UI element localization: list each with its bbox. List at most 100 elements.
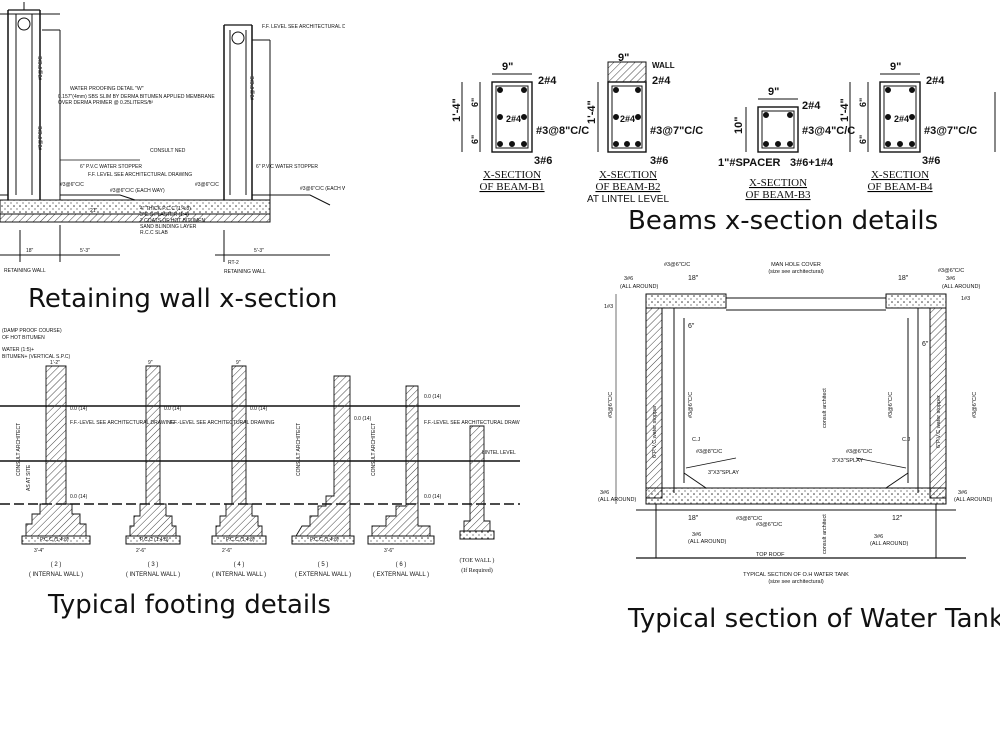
dim-2: 3'-4" (34, 548, 44, 554)
footing-note-2: OF HOT BITUMEN (2, 335, 45, 341)
footing-6 (371, 385, 431, 537)
footing-note-4: BITUMEN+ (VERTICAL S.P.C) (2, 354, 70, 360)
ff-level-2: F.F.-LEVEL SEE ARCHITECTURAL DRAWING (70, 420, 175, 426)
tank-dim-18-right: 18" (898, 275, 909, 282)
tank-top-bar-right: #3@6"C/C (938, 268, 964, 274)
pcc-3: P.C.C (1:4:8) (140, 537, 169, 543)
layer-3: 2 COATS OF HOT BITUMEN (140, 218, 205, 224)
rt1-vertical-bar-2: #3@6"C/C (38, 126, 44, 150)
b3-bottom: 3#6+1#4 (790, 157, 834, 169)
b2-note: AT LINTEL LEVEL (587, 194, 670, 202)
beam-b4-section (849, 73, 921, 153)
each-way-label: #3@6"C/C (EACH WAY) (110, 188, 165, 194)
tank-bar-3-6: 3#6 (624, 276, 633, 282)
b1-title2: OF BEAM-B1 (479, 181, 544, 193)
b4-h3: 6" (858, 135, 868, 144)
dim-4: 2'-6" (222, 548, 232, 554)
footing-toe (463, 425, 491, 532)
tank-1-3-right: 1#3 (961, 296, 970, 302)
caption-beams: Beams x-section details (628, 206, 939, 236)
b2-top-dim: 9" (618, 52, 629, 64)
b2-mid-bar: 2#4 (620, 114, 635, 124)
footing-4 (215, 365, 263, 537)
pcc-5: P.C.C (1:4:8) (310, 537, 339, 543)
dim-3: 2'-6" (136, 548, 146, 554)
footing-3 (129, 365, 177, 537)
tank-right-vbar: #3@6"C/C (888, 392, 894, 418)
tank-title: TYPICAL SECTION OF O.H WATER TANK (743, 572, 849, 578)
footing-name-3: ( INTERNAL WALL ) (126, 572, 180, 578)
retaining-wall-drawing: WATER PROOFING DETAIL "W" 0.157"(4mm) SB… (0, 0, 345, 282)
b2-title2: OF BEAM-B2 (595, 181, 660, 193)
rt2-stopper: 6" P.V.C WATER STOPPER (256, 164, 318, 170)
tank-top-bar-left: #3@6"C/C (664, 262, 690, 268)
caption-retaining-wall: Retaining wall x-section (28, 284, 338, 314)
lintel-level: LINTEL LEVEL (482, 450, 516, 456)
footing-num-5: ( 5 ) (318, 562, 329, 568)
footing-name-2: ( INTERNAL WALL ) (29, 572, 83, 578)
level-5: 0.0 (14) (354, 416, 372, 422)
b1-title1: X-SECTION (483, 169, 541, 181)
as-site-label: AS AT SITE (26, 464, 32, 491)
rt1-dim-53: 5'-3" (80, 248, 90, 254)
rt2-wall (215, 24, 331, 262)
b1-stirrup: #3@8"C/C (536, 125, 589, 137)
tank-dim-6-right: 6" (922, 341, 929, 348)
b2-height: 1'-4" (586, 100, 598, 124)
footing-2 (25, 365, 87, 537)
dim-top-3: 9" (148, 360, 153, 366)
manhole-label: MAN HOLE COVER (771, 262, 821, 268)
b2-title1: X-SECTION (599, 169, 657, 181)
tank-stopper-left: 6"P.V.C water stopper (652, 405, 658, 458)
caption-water-tank: Typical section of Water Tank (628, 604, 1000, 634)
b1-top-dim: 9" (502, 61, 513, 73)
level-lines (0, 405, 520, 505)
b4-top-dim: 9" (890, 61, 901, 73)
rt2-ff-level: F.F. LEVEL SEE ARCHITECTURAL DRAWING (262, 24, 345, 30)
footing-note-3: WATER (1:5)+ (2, 347, 34, 353)
b4-mid-bar: 2#4 (894, 114, 909, 124)
caption-footing: Typical footing details (48, 590, 331, 620)
pcc-2: P.C.C (1:4:8) (40, 537, 69, 543)
tank-bot-all-around-left: (ALL AROUND) (598, 497, 636, 503)
tank-bar-3-6-r: 3#6 (946, 276, 955, 282)
waterproofing-note2: OVER DERMA PRIMER @ 0.25LITERS/ft² (58, 100, 153, 106)
rt1-dim-18: 18" (26, 248, 34, 254)
tank-bot-bar-right: 3#6 (958, 490, 967, 496)
tank-consult-1: consult architect (822, 388, 828, 428)
tank-bot-bar-right2: 3#6 (874, 534, 883, 540)
tank-bot-all-around-left2: (ALL AROUND) (688, 539, 726, 545)
water-tank-drawing: MAN HOLE COVER (size see architectural) … (596, 258, 1000, 592)
consult-label-5: CONSULT ARCHITECT (296, 423, 302, 476)
tank-all-around-2: (ALL AROUND) (942, 284, 980, 290)
b3-top-dim: 9" (768, 86, 779, 98)
footing-name-4: ( INTERNAL WALL ) (212, 572, 266, 578)
tank-bot-bar-left: 3#6 (600, 490, 609, 496)
tank-bar-3-6-mid: #3@6"C/C (846, 449, 872, 455)
rt2-label: RETAINING WALL (224, 269, 266, 275)
beam-b1-section (461, 73, 533, 153)
layer-2: 3"C.S PLASTER (1:4) (140, 212, 189, 218)
ff-level-label: F.F. LEVEL SEE ARCHITECTURAL DRAWING (88, 172, 192, 178)
pvc-stopper-label: 6" P.V.C WATER STOPPER (80, 164, 142, 170)
rt2-bar: #3@6"C/C (195, 182, 219, 188)
tank-cj-left: C.J (692, 437, 701, 443)
beam-b3-section (745, 98, 799, 153)
b4-title1: X-SECTION (871, 169, 929, 181)
rt2-vertical-bar: #3@6"C/C (250, 76, 256, 100)
tank-stopper-right: 6"P.V.C water stopper (936, 395, 942, 448)
tank-splay: 3"X3"SPLAY (832, 458, 863, 464)
tank-all-around-1: (ALL AROUND) (620, 284, 658, 290)
rt2-dim-53: 5'-3" (254, 248, 264, 254)
layer-4: SAND BLINDING LAYER (140, 224, 197, 230)
footing-num-3: ( 3 ) (148, 562, 159, 568)
b1-h2: 6" (470, 98, 480, 107)
b4-h2: 6" (858, 98, 868, 107)
rt2-code: RT-2 (228, 260, 239, 266)
tank-dim-18-bottom: 18" (688, 515, 699, 522)
tank-bot-bar-left2: 3#6 (692, 532, 701, 538)
dim-top-2: 1'-2" (50, 360, 60, 366)
bar-label-rt1: #3@6"C/C (60, 182, 84, 188)
tank-dim-12-bottom: 12" (892, 515, 903, 522)
tank-title-sub: (size see architectural) (768, 579, 823, 585)
